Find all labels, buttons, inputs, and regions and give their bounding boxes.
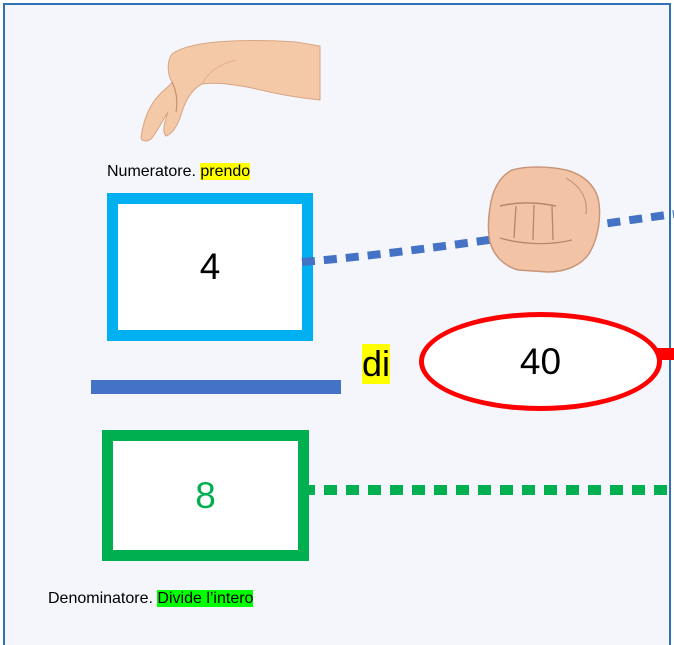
whole-value: 40 [519,340,562,382]
numerator-box: 4 [107,193,313,341]
denominator-value: 8 [195,474,216,516]
whole-oval: 40 [419,312,662,411]
fraction-bar [91,380,341,394]
denominator-label: Denominatore. [48,590,153,607]
connector-word: di [362,343,391,384]
numerator-label: Numeratore. [107,163,196,180]
whole-connector [657,348,674,360]
denominator-highlight: Divide l’intero [157,590,254,607]
numerator-caption: Numeratore. prendo [107,163,251,181]
denominator-caption: Denominatore. Divide l’intero [48,590,254,608]
numerator-value: 4 [199,246,221,287]
numerator-highlight: prendo [200,163,251,180]
denominator-box: 8 [102,430,309,561]
